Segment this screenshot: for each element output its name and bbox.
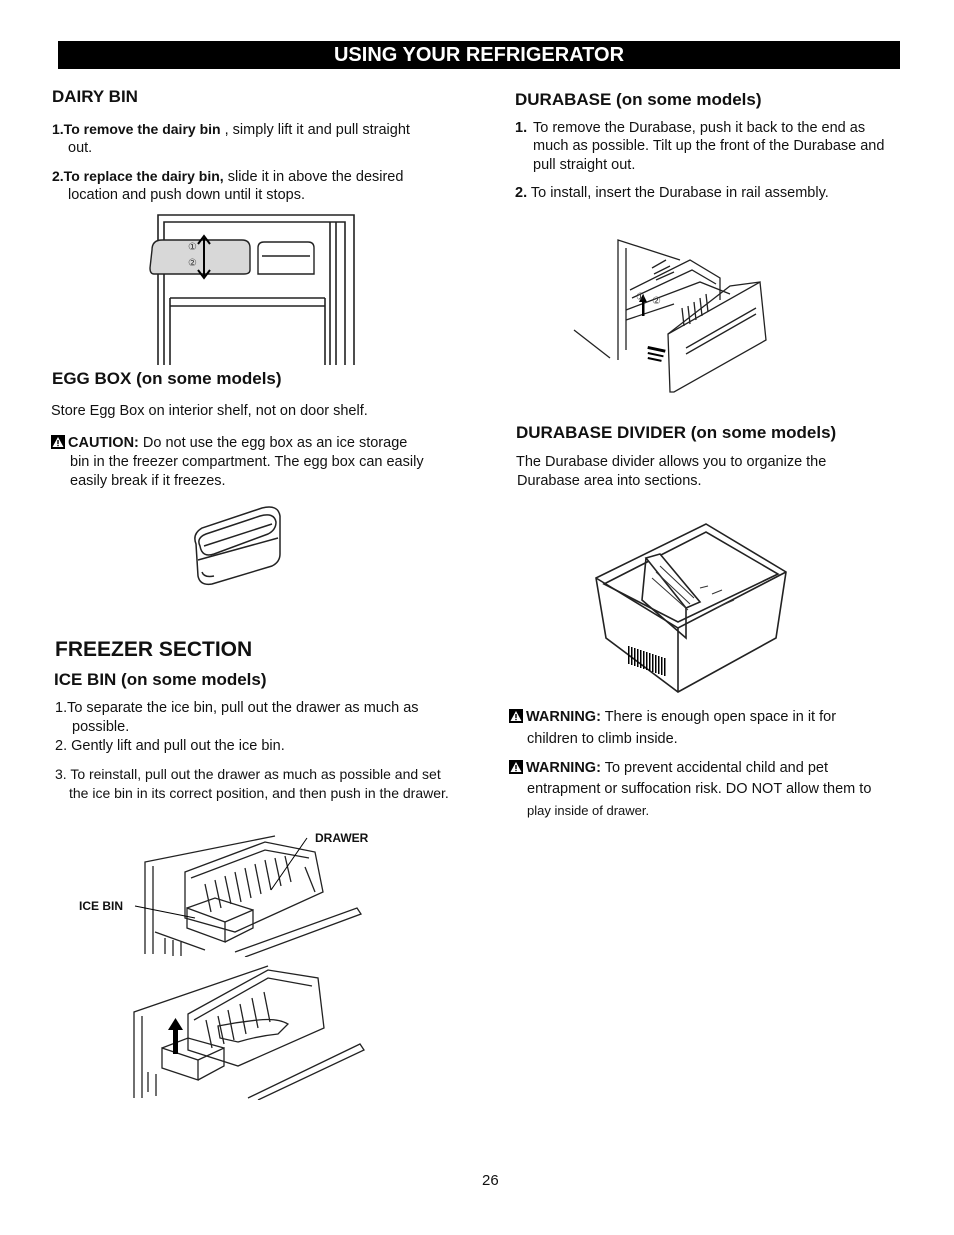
durabase-step-1-line-1: To remove the Durabase, push it back to … xyxy=(533,120,866,136)
caution-text: Do not use the egg box as an ice storage xyxy=(138,435,408,451)
dairy-bin-step-1: 1.To remove the dairy bin , simply lift … xyxy=(52,120,472,140)
ice-bin-step-3-cont: the ice bin in its correct position, and… xyxy=(69,785,449,801)
warning-1-cont: children to climb inside. xyxy=(527,731,678,747)
drawer-label: DRAWER xyxy=(315,831,369,845)
durabase-heading: DURABASE (on some models) xyxy=(515,90,762,109)
durabase-marker-1: ① xyxy=(636,292,645,303)
ice-bin-drawer-illustration xyxy=(134,835,362,957)
warning-1: WARNING: There is enough open space in i… xyxy=(509,708,836,727)
warning-2-label: WARNING: xyxy=(526,760,601,776)
durabase-step-1-line-3: pull straight out. xyxy=(533,157,636,173)
durabase-divider-illustration xyxy=(595,523,787,693)
durabase-step-2: 2. To install, insert the Durabase in ra… xyxy=(515,184,829,203)
dairy-bin-heading: DAIRY BIN xyxy=(52,87,138,106)
dairy-marker-2: ② xyxy=(188,258,197,269)
warning-2-text: To prevent accidental child and pet xyxy=(600,760,828,776)
warning-icon xyxy=(509,709,523,723)
warning-2-cont: entrapment or suffocation risk. DO NOT a… xyxy=(527,781,872,797)
page-number: 26 xyxy=(482,1172,499,1189)
ice-bin-step-3: 3. To reinstall, pull out the drawer as … xyxy=(55,766,441,782)
section-banner: USING YOUR REFRIGERATOR xyxy=(58,41,900,69)
caution-line-2: bin in the freezer compartment. The egg … xyxy=(70,454,424,470)
egg-box-heading: EGG BOX (on some models) xyxy=(52,369,282,388)
caution-line-3: easily break if it freezes. xyxy=(70,473,226,489)
egg-box-caution: CAUTION: Do not use the egg box as an ic… xyxy=(51,434,471,453)
dairy-step-2-bold: 2.To replace the dairy bin, xyxy=(52,168,224,184)
caution-icon xyxy=(51,435,65,449)
warning-1-text: There is enough open space in it for xyxy=(600,709,837,725)
durabase-step-1-num: 1. xyxy=(515,120,528,136)
durabase-step-2-num: 2. xyxy=(515,185,528,201)
durabase-divider-heading: DURABASE DIVIDER (on some models) xyxy=(516,423,837,442)
ice-bin-label: ICE BIN xyxy=(79,899,124,913)
warning-icon xyxy=(509,760,523,774)
durabase-step-1-line-2: much as possible. Tilt up the front of t… xyxy=(533,138,885,154)
warning-1-label: WARNING: xyxy=(526,709,601,725)
durabase-step-2-text: To install, insert the Durabase in rail … xyxy=(527,185,829,201)
freezer-section-heading: FREEZER SECTION xyxy=(55,638,253,661)
dairy-step-1-text: , simply lift it and pull straight xyxy=(220,122,410,138)
ice-bin-step-1: 1.To separate the ice bin, pull out the … xyxy=(55,700,419,716)
dairy-step-2-text: slide it in above the desired xyxy=(223,169,404,185)
dairy-marker-1: ① xyxy=(188,242,197,253)
warning-2-cont-2: play inside of drawer. xyxy=(527,803,650,818)
durabase-marker-2: ② xyxy=(652,296,661,307)
dairy-bin-illustration: ① ② xyxy=(149,214,355,365)
caution-label: CAUTION: xyxy=(68,435,139,451)
durabase-divider-line-2: Durabase area into sections. xyxy=(517,473,702,489)
dairy-step-1-cont: out. xyxy=(68,140,93,156)
egg-box-text: Store Egg Box on interior shelf, not on … xyxy=(51,403,368,419)
warning-2: WARNING: To prevent accidental child and… xyxy=(509,759,828,778)
durabase-divider-line-1: The Durabase divider allows you to organ… xyxy=(516,454,827,470)
dairy-step-2-cont: location and push down until it stops. xyxy=(68,187,305,203)
egg-box-illustration xyxy=(194,506,281,586)
durabase-illustration: ① ② xyxy=(573,239,767,393)
ice-bin-step-1-cont: possible. xyxy=(72,719,130,735)
ice-bin-lift-illustration xyxy=(133,965,365,1100)
dairy-bin-step-2: 2.To replace the dairy bin, slide it in … xyxy=(52,167,472,187)
ice-bin-heading: ICE BIN (on some models) xyxy=(54,670,267,689)
ice-bin-step-2: 2. Gently lift and pull out the ice bin. xyxy=(55,738,285,754)
dairy-step-1-bold: 1.To remove the dairy bin xyxy=(52,121,221,137)
